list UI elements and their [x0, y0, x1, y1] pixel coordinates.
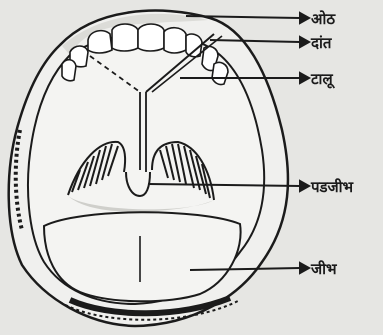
label-palate: टालू: [310, 70, 336, 89]
tooth: [88, 31, 112, 53]
tongue: [44, 212, 241, 301]
teeth-arrowhead: [300, 37, 309, 47]
palate-arrowhead: [300, 73, 309, 83]
label-lips: ओठ: [311, 10, 336, 28]
lips-arrowhead: [300, 13, 309, 23]
tooth: [212, 62, 228, 84]
tooth: [62, 60, 76, 81]
label-uvula: पडजीभ: [310, 178, 355, 196]
tooth: [164, 28, 186, 53]
tooth: [112, 24, 138, 51]
tongue-arrowhead: [300, 263, 309, 273]
label-teeth: दांत: [310, 34, 333, 52]
uvula-arrowhead: [300, 181, 309, 191]
label-tongue: जीभ: [310, 260, 338, 278]
tooth: [138, 24, 164, 51]
